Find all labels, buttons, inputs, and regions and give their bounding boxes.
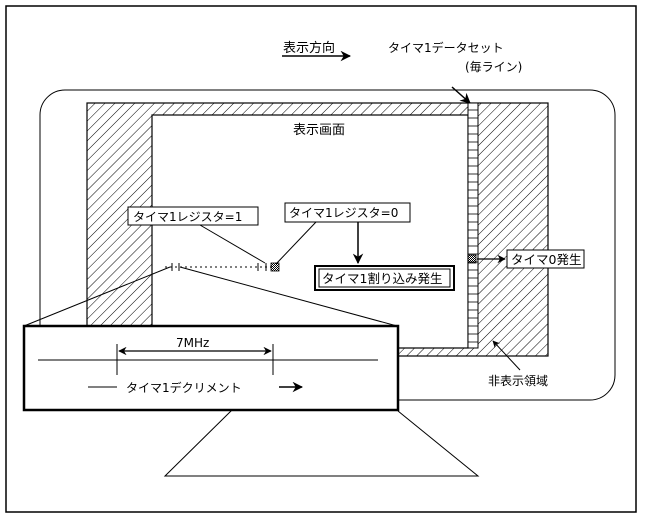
timer1-zero-marker [270, 262, 280, 272]
display-screen-label: 表示画面 [293, 123, 345, 138]
timer1-interrupt-box-inner [318, 268, 451, 288]
frequency-label: 7MHz [176, 336, 209, 350]
timer1-decrement-label: タイマ1デクリメント [126, 380, 242, 395]
timer1-register-0-box [284, 202, 411, 223]
display-screen [151, 114, 469, 349]
timer1-register-1-box [127, 206, 259, 226]
display-direction-label: 表示方向 [283, 40, 335, 56]
zoom-leader-left [23, 266, 171, 327]
zoom-leader-right [179, 266, 398, 327]
non-display-area-label: 非表示領域 [488, 373, 548, 388]
timer0-marker [467, 254, 477, 264]
data-set-arrow [451, 86, 471, 104]
outer-frame [5, 5, 637, 513]
timer1-register-0-label: タイマ1レジスタ=0 [289, 206, 398, 220]
timer1-register-1-label: タイマ1レジスタ=1 [133, 210, 242, 224]
line-sync-ticks [468, 109, 478, 343]
monitor-stand [163, 409, 480, 477]
register-0-leader [275, 221, 317, 265]
scan-ticks [171, 263, 267, 271]
register-1-leader [199, 224, 266, 264]
timer1-interrupt-box-outer [314, 265, 455, 291]
non-display-arrow [492, 340, 521, 371]
timer0-box [506, 249, 585, 269]
line-sync-column [467, 102, 479, 349]
zoom-box [22, 324, 400, 412]
timer1-data-set-label: タイマ1データセット [388, 40, 504, 55]
timer0-label: タイマ0発生 [511, 252, 581, 267]
every-line-label: (毎ライン) [465, 59, 522, 74]
timer1-interrupt-label: タイマ1割り込み発生 [322, 271, 442, 286]
